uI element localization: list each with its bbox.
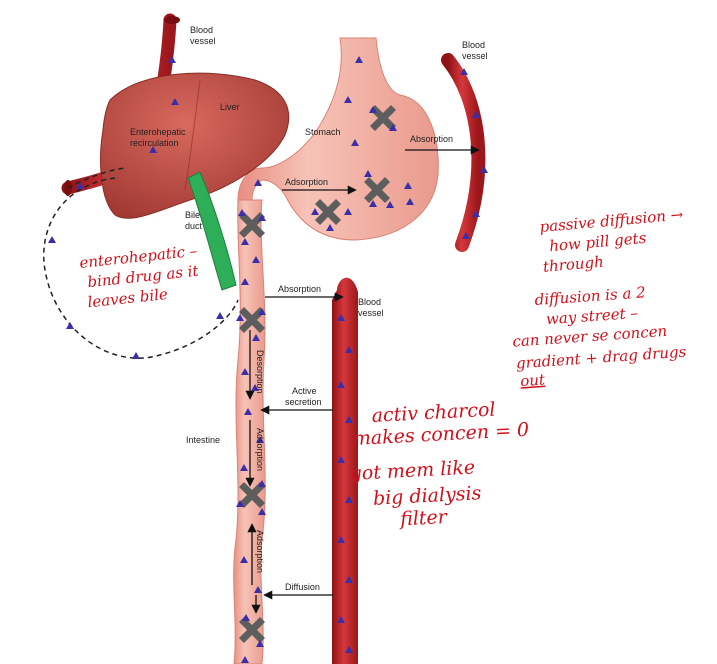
drug-molecule-marker xyxy=(345,646,353,653)
adsorbent-particle xyxy=(315,199,341,225)
note-dialysis-filter: got mem like big dialysis filter xyxy=(349,456,489,533)
label-stomach: Stomach xyxy=(305,127,341,137)
drug-molecule-marker xyxy=(242,614,250,621)
label-liver: Liver xyxy=(220,102,240,112)
drug-molecule-marker xyxy=(168,56,176,63)
drug-molecule-marker xyxy=(258,508,266,515)
label-intestine: Intestine xyxy=(186,435,220,445)
adsorbent-particle xyxy=(364,177,390,203)
drug-molecule-marker xyxy=(344,208,352,215)
drug-molecule-marker xyxy=(216,312,224,319)
drug-molecule-marker xyxy=(369,200,377,207)
drug-molecule-marker xyxy=(236,314,244,321)
label-diffusion: Diffusion xyxy=(285,582,320,592)
drug-molecule-marker xyxy=(337,536,345,543)
label-desorption: Desorption xyxy=(255,350,265,394)
drug-molecule-marker xyxy=(345,576,353,583)
adsorbent-particle xyxy=(239,307,265,333)
drug-molecule-marker xyxy=(386,201,394,208)
liver-lobe-line xyxy=(184,79,201,191)
drug-molecule-marker xyxy=(406,198,414,205)
drug-molecule-marker xyxy=(389,124,397,131)
drug-molecule-markers xyxy=(48,56,488,663)
drug-molecule-marker xyxy=(480,166,488,173)
drug-molecule-marker xyxy=(472,210,480,217)
adsorbent-particle xyxy=(239,617,265,643)
drug-molecule-marker xyxy=(252,334,260,341)
note-two-way-street: diffusion is a 2 way street – can never … xyxy=(509,280,693,390)
drug-molecule-marker xyxy=(132,352,140,359)
drug-molecule-marker xyxy=(256,436,264,443)
drug-molecule-marker xyxy=(369,106,377,113)
drug-molecule-marker xyxy=(345,346,353,353)
adsorbent-particle xyxy=(239,212,265,238)
drug-molecule-marker xyxy=(66,322,74,329)
drug-molecule-marker xyxy=(241,656,249,663)
drug-molecule-marker xyxy=(460,68,468,75)
drug-molecule-marker xyxy=(404,182,412,189)
note-enterohepatic: enterohepatic – bind drug as it leaves b… xyxy=(79,241,207,312)
drug-molecule-marker xyxy=(345,416,353,423)
drug-molecule-marker xyxy=(251,384,259,391)
drug-molecule-marker xyxy=(240,556,248,563)
drug-molecule-marker xyxy=(337,616,345,623)
drug-molecule-marker xyxy=(244,408,252,415)
note-passive-diffusion: passive diffusion → how pill gets throug… xyxy=(539,205,692,276)
label-adsorption-stomach: Adsorption xyxy=(285,177,328,187)
drug-molecule-marker xyxy=(171,98,179,105)
drug-molecule-marker xyxy=(240,464,248,471)
note-activated-charcoal: activ charcol makes concen = 0 xyxy=(351,397,529,450)
drug-molecule-marker xyxy=(337,456,345,463)
label-adsorption-vertical-2: Adsorption xyxy=(255,530,265,573)
label-absorption-intestine: Absorption xyxy=(278,284,321,294)
drug-molecule-marker xyxy=(258,480,266,487)
drug-molecule-marker xyxy=(256,640,264,647)
drug-molecule-marker xyxy=(364,170,372,177)
bile-duct xyxy=(187,171,237,291)
recirculation-loop-top xyxy=(67,167,126,189)
drug-molecule-marker xyxy=(311,208,319,215)
drug-molecule-marker xyxy=(254,586,262,593)
drug-molecule-marker xyxy=(238,209,246,216)
drug-molecule-marker xyxy=(326,224,334,231)
recirculation-loop xyxy=(43,177,239,359)
drug-molecule-marker xyxy=(76,182,84,189)
drug-molecule-marker xyxy=(337,314,345,321)
drug-molecule-marker xyxy=(337,381,345,388)
vessel-opening-top xyxy=(164,16,180,24)
drug-molecule-marker xyxy=(355,56,363,63)
adsorbent-particle xyxy=(370,105,396,131)
drug-molecule-marker xyxy=(236,500,244,507)
label-adsorption-vertical-1: Adsorption xyxy=(255,428,265,471)
drug-molecule-marker xyxy=(252,256,260,263)
drug-molecule-marker xyxy=(48,236,56,243)
drug-molecule-marker xyxy=(351,139,359,146)
drug-molecule-marker xyxy=(241,278,249,285)
drug-molecule-marker xyxy=(462,232,470,239)
drug-molecule-marker xyxy=(241,238,249,245)
adsorbent-particles xyxy=(239,105,396,643)
label-absorption-stomach: Absorption xyxy=(410,134,453,144)
drug-molecule-marker xyxy=(344,96,352,103)
drug-molecule-marker xyxy=(258,214,266,221)
blood-vessel-right xyxy=(441,53,486,252)
drug-molecule-marker xyxy=(472,111,480,118)
drug-molecule-marker xyxy=(149,146,157,153)
blood-vessel-mid xyxy=(332,277,358,664)
drug-molecule-marker xyxy=(254,179,262,186)
adsorbent-particle xyxy=(239,482,265,508)
drug-molecule-marker xyxy=(241,368,249,375)
drug-molecule-marker xyxy=(258,308,266,315)
drug-molecule-marker xyxy=(345,496,353,503)
